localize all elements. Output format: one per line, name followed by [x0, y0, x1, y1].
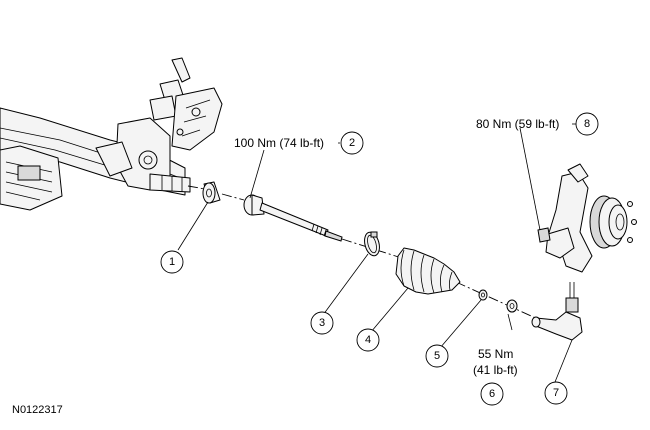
callout-8: 8	[575, 112, 599, 136]
callout-5: 5	[425, 344, 449, 368]
torque-spec-part-6-line-1: 55 Nm	[478, 347, 513, 361]
steering-gear-assembly	[0, 57, 223, 211]
torque-spec-part-2: 100 Nm (74 lb-ft)	[234, 136, 324, 150]
callout-5-number: 5	[434, 350, 440, 362]
part-3-boot-clamp	[364, 231, 380, 257]
part-1-bushing	[202, 181, 221, 204]
callout-6: 6	[480, 382, 504, 406]
callout-2-number: 2	[349, 137, 355, 149]
part-7-outer-tie-rod-end	[531, 282, 583, 341]
callout-7: 7	[544, 381, 568, 405]
callout-1-number: 1	[169, 256, 175, 268]
part-2-inner-tie-rod	[243, 194, 343, 242]
callout-6-number: 6	[489, 388, 495, 400]
torque-spec-part-8: 80 Nm (59 lb-ft)	[476, 117, 559, 131]
callout-2: 2	[340, 131, 364, 155]
torque-spec-part-6-line-2: (41 lb-ft)	[473, 363, 518, 377]
callout-4: 4	[356, 328, 380, 352]
part-4-bellows-boot	[395, 247, 461, 295]
callout-3: 3	[310, 311, 334, 335]
part-6-nut	[506, 299, 518, 313]
part-8-steering-knuckle-hub	[537, 163, 637, 273]
leader-lines	[177, 123, 576, 383]
callout-7-number: 7	[553, 387, 559, 399]
callout-1: 1	[160, 250, 184, 274]
callout-3-number: 3	[319, 317, 325, 329]
part-5-jam-nut	[478, 289, 488, 301]
callout-4-number: 4	[365, 334, 371, 346]
figure-id: N0122317	[12, 404, 63, 416]
callout-8-number: 8	[584, 118, 590, 130]
